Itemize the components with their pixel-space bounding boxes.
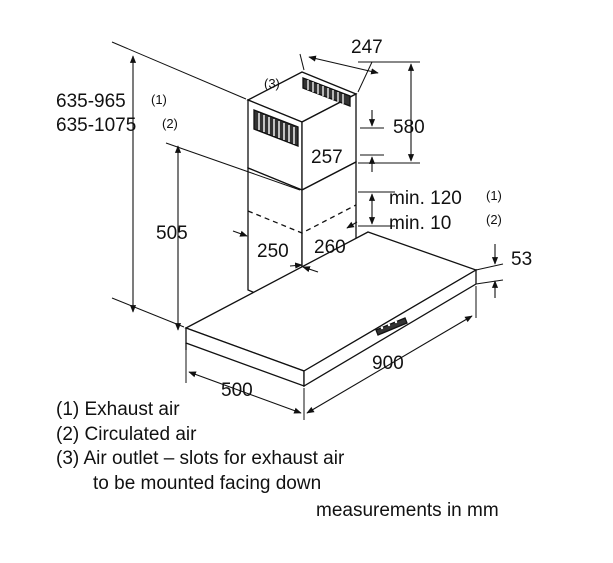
outlet-slots-icon [253, 109, 299, 147]
vent-depth-label: 257 [311, 147, 343, 168]
hood-depth-label: 500 [221, 380, 253, 401]
outlet-ref-label: (3) [264, 76, 280, 91]
legend: (1) Exhaust air (2) Circulated air (3) A… [56, 398, 344, 496]
chimney-depth-label: 247 [351, 37, 383, 58]
upper-chimney [246, 71, 358, 192]
top-outlet-slots-icon [302, 77, 351, 107]
legend-item-circulated: (2) Circulated air [56, 423, 197, 445]
total-height-circulated-ref: (2) [162, 116, 178, 131]
legend-item-outlet-continued: to be mounted facing down [93, 472, 322, 494]
units-note: measurements in mm [316, 500, 499, 521]
canopy-thickness-label: 53 [511, 249, 532, 270]
duct-width-label: 250 [257, 241, 289, 262]
total-height-circulated-label: 635-1075 [56, 115, 136, 136]
dimension-lines [129, 55, 499, 414]
min-exhaust-label: min. 120 [389, 188, 462, 209]
legend-item-exhaust: (1) Exhaust air [56, 399, 180, 420]
total-height-exhaust-ref: (1) [151, 92, 167, 107]
min-exhaust-ref: (1) [486, 188, 502, 203]
duct-height-label: 505 [156, 223, 188, 244]
min-circulated-label: min. 10 [389, 213, 451, 234]
legend-item-outlet: (3) Air outlet – slots for exhaust air [56, 448, 345, 469]
hood-width-label: 900 [372, 353, 404, 374]
min-circulated-ref: (2) [486, 212, 502, 227]
duct-depth-label: 260 [314, 237, 346, 258]
extension-lines [111, 41, 504, 420]
total-height-exhaust-label: 635-965 [56, 91, 126, 112]
chimney-height-label: 580 [393, 117, 425, 138]
